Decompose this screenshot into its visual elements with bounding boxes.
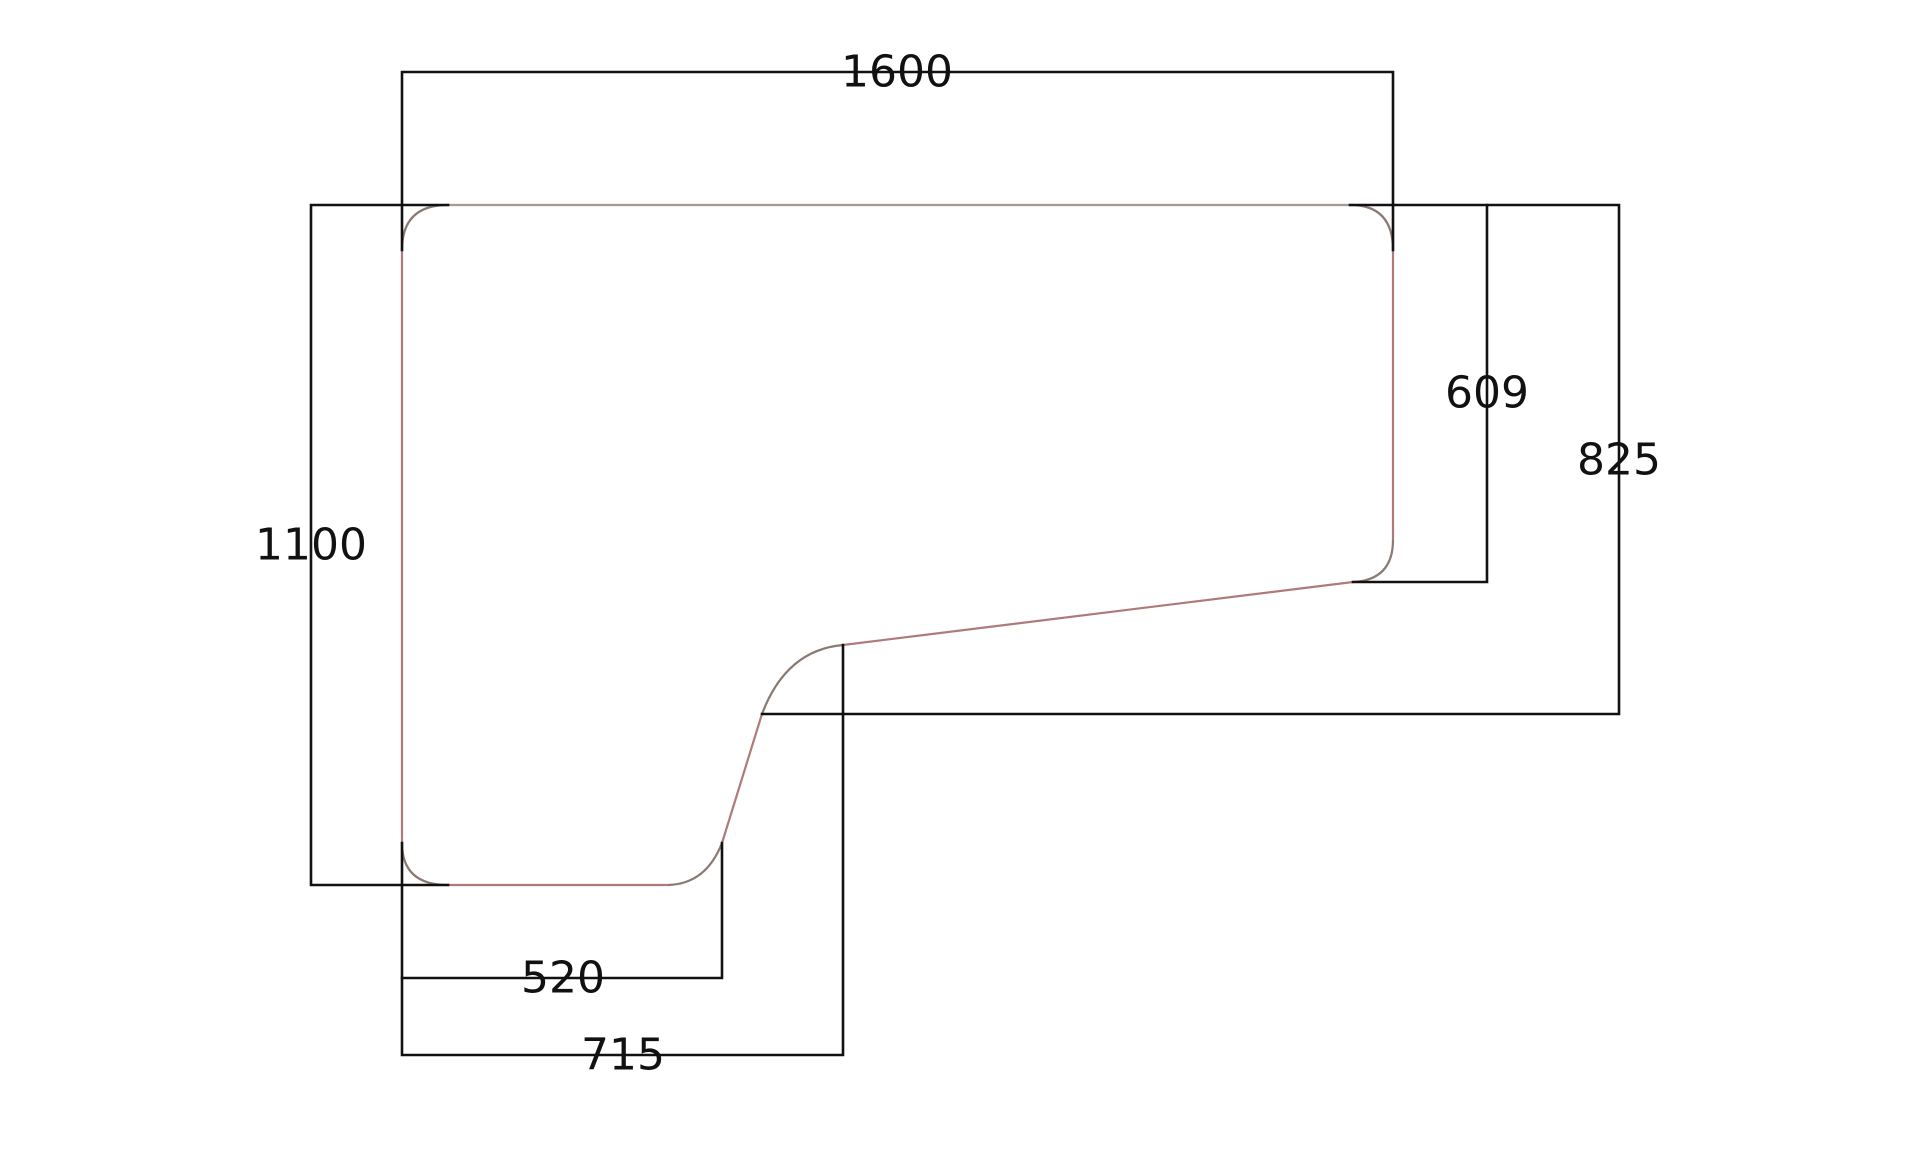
outline-diagonal-edge: [720, 713, 764, 844]
outline-bottom-right-corner: [667, 842, 724, 887]
dimension-labels: 1600 1100 609 825 520 715: [255, 47, 1661, 1081]
dim-right-inner-label: 609: [1445, 368, 1529, 419]
outline-top-left-corner: [400, 203, 449, 251]
outline-inner-curve: [760, 643, 844, 715]
dim-right-inner-line: [1348, 203, 1489, 584]
desk-outline: [400, 203, 1395, 887]
dim-top-width-line: [400, 70, 1395, 252]
outline-slanted-edge: [842, 580, 1354, 647]
dim-left-height-label: 1100: [255, 520, 367, 571]
outline-right-lower-corner: [1352, 539, 1395, 584]
outline-top-right-corner: [1349, 203, 1395, 251]
dim-left-height-line: [309, 203, 450, 887]
dim-bottom-short-label: 520: [521, 953, 605, 1004]
outline-bottom-left-corner: [400, 842, 449, 887]
dim-bottom-long-line: [400, 643, 845, 1057]
dim-right-outer-line: [760, 203, 1621, 716]
dim-top-width-label: 1600: [841, 47, 953, 98]
dimension-lines: [309, 70, 1621, 1057]
dim-bottom-long-label: 715: [581, 1030, 665, 1081]
dim-bottom-short-line: [400, 841, 724, 980]
dim-right-outer-label: 825: [1577, 435, 1661, 486]
